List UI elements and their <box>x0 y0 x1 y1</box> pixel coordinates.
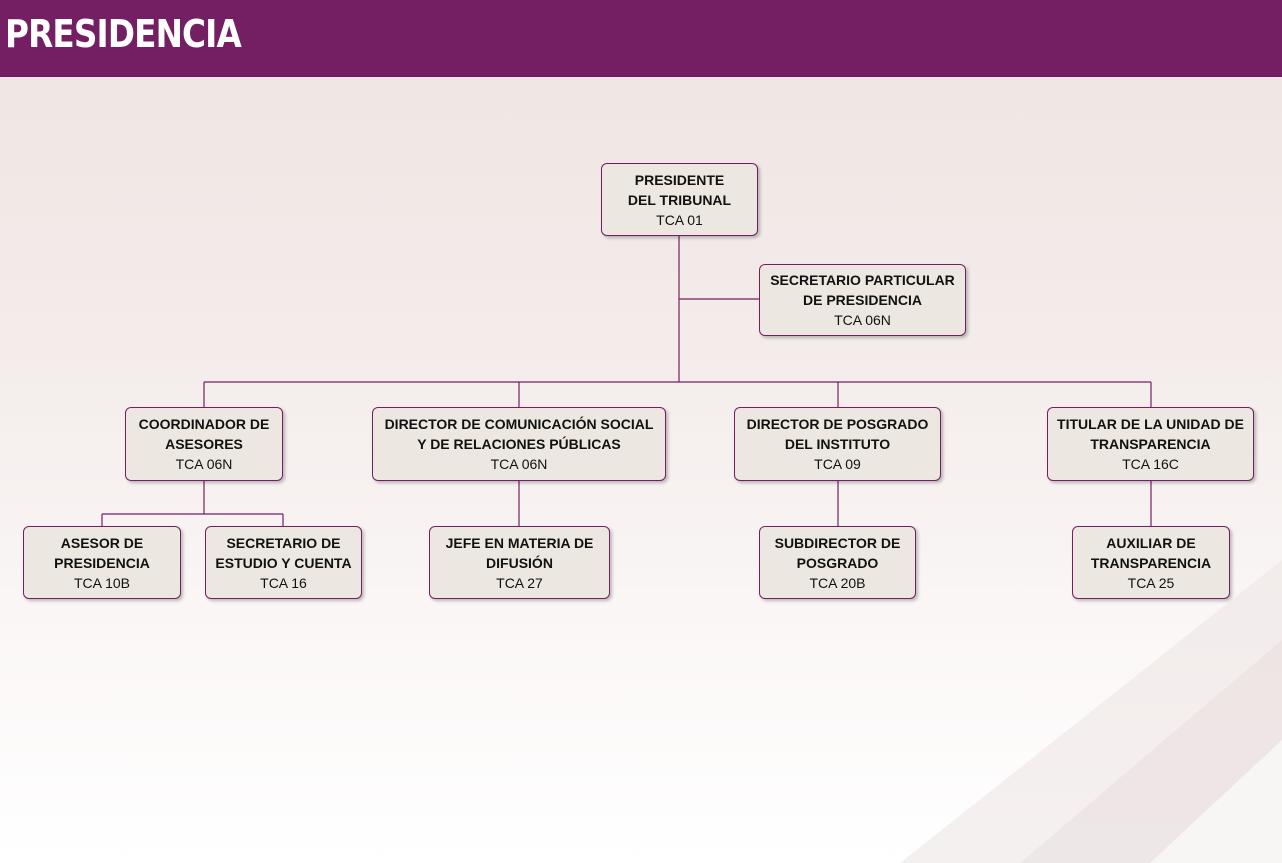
node-jefe-difusion: JEFE EN MATERIA DE DIFUSIÓN TCA 27 <box>429 526 610 599</box>
node-code: TCA 06N <box>834 312 891 328</box>
node-presidente: PRESIDENTE DEL TRIBUNAL TCA 01 <box>601 163 758 236</box>
node-code: TCA 27 <box>496 574 543 591</box>
node-code: TCA 09 <box>814 456 861 472</box>
node-secretario-estudio: SECRETARIO DE ESTUDIO Y CUENTA TCA 16 <box>205 526 362 599</box>
node-titular-transparencia: TITULAR DE LA UNIDAD DE TRANSPARENCIA TC… <box>1047 407 1254 481</box>
node-title: SECRETARIO PARTICULAR DE PRESIDENCIA <box>770 272 955 308</box>
node-title: COORDINADOR DE ASESORES <box>138 416 270 452</box>
node-subdirector-posgrado: SUBDIRECTOR DE POSGRADO TCA 20B <box>759 526 916 599</box>
node-asesor-presidencia: ASESOR DE PRESIDENCIA TCA 10B <box>23 526 181 599</box>
node-secretario-particular: SECRETARIO PARTICULAR DE PRESIDENCIA TCA… <box>759 264 966 336</box>
node-code: TCA 16C <box>1122 456 1179 472</box>
node-code: TCA 01 <box>656 211 703 228</box>
node-title: DIRECTOR DE COMUNICACIÓN SOCIAL Y DE REL… <box>384 416 654 452</box>
node-director-posgrado: DIRECTOR DE POSGRADO DEL INSTITUTO TCA 0… <box>734 407 941 481</box>
node-code: TCA 16 <box>260 574 307 591</box>
node-auxiliar-transparencia: AUXILIAR DE TRANSPARENCIA TCA 25 <box>1072 526 1230 599</box>
node-title: JEFE EN MATERIA DE DIFUSIÓN <box>445 534 594 571</box>
node-code: TCA 25 <box>1127 574 1175 591</box>
node-title: SECRETARIO DE ESTUDIO Y CUENTA <box>215 534 352 571</box>
node-director-comunicacion: DIRECTOR DE COMUNICACIÓN SOCIAL Y DE REL… <box>372 407 666 481</box>
node-code: TCA 06N <box>175 456 233 472</box>
node-title: SUBDIRECTOR DE POSGRADO <box>774 534 901 571</box>
node-title: TITULAR DE LA UNIDAD DE TRANSPARENCIA <box>1057 416 1244 452</box>
node-code: TCA 10B <box>73 574 131 591</box>
header-bar: PRESIDENCIA <box>0 0 1282 77</box>
node-coordinador-asesores: COORDINADOR DE ASESORES TCA 06N <box>125 407 283 481</box>
page-title: PRESIDENCIA <box>5 12 242 56</box>
node-title: PRESIDENTE DEL TRIBUNAL <box>627 171 732 208</box>
node-code: TCA 06N <box>490 456 548 472</box>
node-title: ASESOR DE PRESIDENCIA <box>54 534 150 571</box>
node-title: DIRECTOR DE POSGRADO DEL INSTITUTO <box>746 416 929 452</box>
node-code: TCA 20B <box>809 574 866 591</box>
node-title: AUXILIAR DE TRANSPARENCIA <box>1090 534 1212 571</box>
